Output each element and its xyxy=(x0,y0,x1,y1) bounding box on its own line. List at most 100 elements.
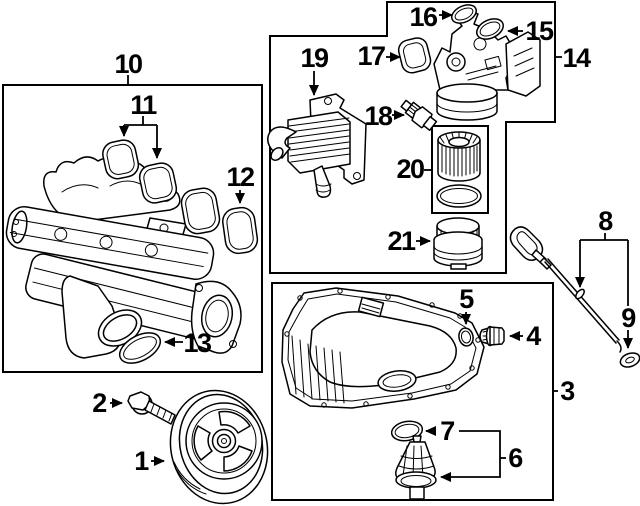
housing-port xyxy=(446,52,466,72)
cap-body xyxy=(433,231,483,267)
detail-boss xyxy=(144,243,158,257)
part-2-pulley-bolt xyxy=(127,391,176,425)
element-pleats xyxy=(441,145,478,177)
gasket-ring-inner xyxy=(185,191,216,230)
plug-hex xyxy=(489,326,505,346)
part-8-dipstick xyxy=(509,226,622,353)
bracket-part-11 xyxy=(124,116,157,126)
callout-box-oil-cooler-filter xyxy=(269,1,556,274)
gasket-ring xyxy=(102,139,140,180)
part-label-16[interactable]: 16 xyxy=(409,2,439,32)
pulley-slot xyxy=(218,410,251,434)
detail-boss xyxy=(54,227,68,241)
part-label-18[interactable]: 18 xyxy=(364,101,394,131)
callout-leaders xyxy=(110,10,633,482)
part-20-filter-element xyxy=(436,131,482,208)
bolt-hole xyxy=(13,219,19,225)
cap-inner xyxy=(454,7,474,21)
strainer-base xyxy=(395,471,437,489)
part-label-20[interactable]: 20 xyxy=(396,154,425,184)
part-label-9[interactable]: 9 xyxy=(621,303,638,333)
washer-inner xyxy=(460,330,472,344)
part-5-washer xyxy=(458,327,474,347)
part-label-6[interactable]: 6 xyxy=(508,443,525,473)
gasket-ring xyxy=(180,187,221,235)
bolt-hole xyxy=(324,97,332,105)
part-label-14[interactable]: 14 xyxy=(562,43,592,73)
dipstick-stop xyxy=(575,288,585,300)
pulley-hub xyxy=(211,428,237,454)
detail-line xyxy=(465,65,499,81)
pulley-face-ring xyxy=(191,408,257,474)
pleat-ticks xyxy=(439,131,478,144)
cooler-fins xyxy=(288,117,351,163)
part-16-seal-cap xyxy=(450,4,478,24)
gasket-outer xyxy=(397,37,432,74)
strainer-neck xyxy=(412,435,422,443)
bolt-threads xyxy=(150,403,173,422)
gasket-inner xyxy=(402,42,427,69)
o-ring-inner xyxy=(123,336,157,360)
part-19-oil-cooler xyxy=(267,93,367,198)
gasket-ring-inner xyxy=(106,143,135,175)
housing-base-top xyxy=(436,83,498,103)
part-label-19[interactable]: 19 xyxy=(300,43,330,73)
part-11-gaskets xyxy=(102,139,178,204)
part-10-intake-manifold xyxy=(5,156,242,359)
bolt-hole xyxy=(353,172,361,180)
grommet-outer xyxy=(619,352,640,368)
part-label-4[interactable]: 4 xyxy=(526,321,543,351)
detail-pad xyxy=(484,55,502,71)
port-outer xyxy=(200,294,234,338)
part-label-3[interactable]: 3 xyxy=(560,376,577,406)
strainer-foot xyxy=(409,486,425,500)
housing-port-inner xyxy=(451,57,461,67)
o-ring-inner xyxy=(394,423,420,439)
cap-inner xyxy=(479,21,501,37)
part-label-13[interactable]: 13 xyxy=(183,328,213,358)
hose-end xyxy=(270,146,284,162)
part-14-filter-housing xyxy=(433,9,541,121)
dipstick-tip xyxy=(616,340,622,353)
part-label-12[interactable]: 12 xyxy=(226,162,255,192)
part-label-1[interactable]: 1 xyxy=(134,446,151,476)
part-label-7[interactable]: 7 xyxy=(440,416,456,446)
gasket-ring-inner xyxy=(143,166,173,200)
gasket-ring-inner xyxy=(226,211,254,250)
bolt-hole xyxy=(11,231,17,237)
bolt-hole xyxy=(195,284,203,292)
detail-boss xyxy=(99,235,113,249)
pulley-slot xyxy=(193,425,213,461)
part-21-filter-cap xyxy=(433,217,483,270)
part-label-8[interactable]: 8 xyxy=(598,206,615,236)
opening-inner xyxy=(102,314,138,342)
part-label-11[interactable]: 11 xyxy=(130,90,159,120)
cap-outer xyxy=(476,18,504,40)
gasket-ring xyxy=(138,162,178,204)
bolt-shaft xyxy=(144,400,176,425)
part-15-seal-cap xyxy=(476,18,504,40)
part-label-5[interactable]: 5 xyxy=(459,284,476,314)
pan-opening-inner xyxy=(382,374,412,388)
part-13-o-ring xyxy=(118,332,162,364)
element-seal-outer xyxy=(436,184,482,208)
part-label-17[interactable]: 17 xyxy=(357,41,386,71)
gasket-ring xyxy=(222,206,259,255)
sensor-connector xyxy=(422,115,438,132)
manifold-log-body xyxy=(5,206,215,280)
part-label-21[interactable]: 21 xyxy=(387,226,417,256)
manifold-log xyxy=(5,206,215,280)
part-6-pickup-strainer xyxy=(395,435,437,500)
part-label-10[interactable]: 10 xyxy=(114,49,143,79)
pulley-center xyxy=(221,438,227,444)
part-18-sensor xyxy=(400,99,438,132)
baffle-lines xyxy=(361,303,381,314)
cap-bands xyxy=(433,245,483,261)
part-3-oil-pan xyxy=(281,287,485,409)
part-label-2[interactable]: 2 xyxy=(92,388,108,418)
part-label-15[interactable]: 15 xyxy=(525,16,555,46)
pulley-hub-bore xyxy=(216,433,232,449)
bracket-part-8 xyxy=(580,233,629,306)
